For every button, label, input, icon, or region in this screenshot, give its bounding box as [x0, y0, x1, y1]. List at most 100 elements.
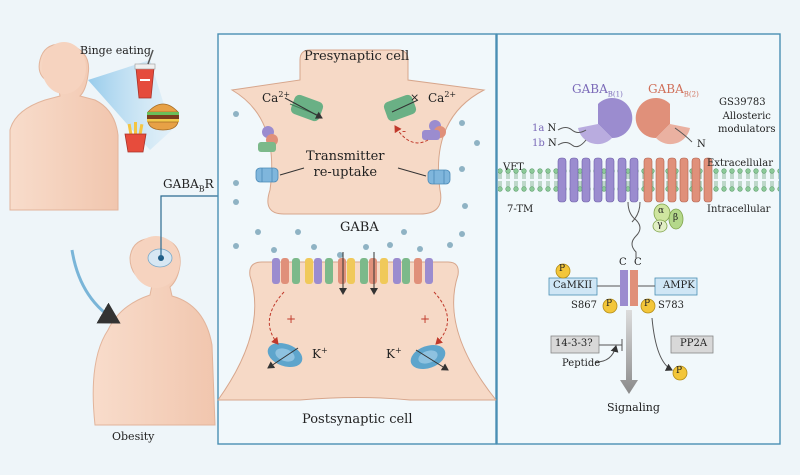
- k-base: K: [312, 347, 321, 361]
- gs39783-label: GS39783: [719, 97, 766, 108]
- reuptake-line1: Transmitter: [306, 149, 385, 164]
- signaling-label: Signaling: [607, 401, 660, 414]
- ca-blocked-mark: ×: [410, 91, 420, 104]
- isoform-1a-label: 1a N: [532, 123, 556, 134]
- isoform-1b-label: 1b N: [532, 138, 557, 149]
- gaba-b2-vft: [635, 98, 690, 145]
- phospho-label-s867: P: [606, 299, 613, 309]
- gaba-b2-c-tail: [630, 270, 638, 306]
- ca-label-left: Ca2+: [262, 90, 290, 105]
- binge-eating-figure: [9, 42, 119, 211]
- french-fries-icon: [124, 122, 147, 153]
- gaba-b2-base: GABA: [648, 82, 684, 96]
- extracellular-label: Extracellular: [707, 158, 773, 169]
- phospho-p-s783: [640, 298, 656, 314]
- cell-membrane: [498, 168, 779, 192]
- activation-arrow-left: [268, 291, 285, 345]
- soda-cup-icon: [134, 49, 156, 99]
- isoform-1b-tail: [557, 139, 587, 148]
- gaba-b1-label: GABAB(1): [572, 82, 623, 98]
- reuptake-line-left: [279, 167, 305, 176]
- binge-eating-label: Binge eating: [80, 44, 151, 57]
- inhibition-feedback-arrow: [394, 125, 429, 144]
- ca-base: Ca: [428, 91, 445, 105]
- inhibition-minus: -: [402, 124, 407, 138]
- ca-sup: 2+: [444, 90, 457, 99]
- intracellular-label: Intracellular: [707, 204, 771, 215]
- reuptake-line2: re-uptake: [313, 165, 378, 180]
- s783-label: S783: [658, 300, 684, 311]
- ca-base: Ca: [262, 91, 279, 105]
- gaba-b2-7tm: [643, 157, 713, 203]
- n-terminus-b2: N: [697, 139, 706, 150]
- c-terminus-b2: C: [634, 257, 642, 268]
- ca-label-right: Ca2+: [428, 90, 456, 105]
- pp2a-box: [670, 335, 714, 354]
- allosteric-line2: modulators: [718, 124, 776, 135]
- beta-label: β: [673, 213, 679, 223]
- camkii-label: CaMKII: [553, 280, 593, 291]
- k-label-right: K+: [386, 346, 402, 361]
- allosteric-label: Allosteric modulators: [718, 110, 775, 136]
- peptide-arrow: [595, 345, 619, 363]
- n-terminus-1a: N: [547, 123, 557, 134]
- k-efflux-arrow-right: [415, 349, 449, 371]
- pp2a-dephosphorylation-arrow: [651, 317, 673, 371]
- c-terminus-b1: C: [619, 257, 627, 268]
- reuptake-label: Transmitter re-uptake: [306, 149, 385, 181]
- gaba-label: GABA: [340, 220, 379, 235]
- gaba-b1-7tm: [557, 157, 639, 203]
- n-terminus-1b: N: [547, 138, 557, 149]
- protein-1433-label: 14-3-3?: [555, 338, 593, 349]
- peptide-label: Peptide: [562, 358, 601, 369]
- postsynaptic-title: Postsynaptic cell: [302, 412, 413, 427]
- k-sup: +: [394, 346, 402, 355]
- gababr-suffix: R: [204, 177, 214, 191]
- signaling-arrow: [620, 310, 638, 394]
- presynaptic-title: Presynaptic cell: [304, 49, 410, 64]
- ca-sup: 2+: [278, 90, 291, 99]
- iso-1b: 1b: [532, 138, 545, 149]
- reuptake-transporter-right: [427, 169, 451, 185]
- activation-plus-left: +: [286, 312, 297, 326]
- receptor-panel: [496, 33, 781, 445]
- phospho-label-released: P: [676, 366, 683, 376]
- phospho-label-s783: P: [644, 299, 651, 309]
- k-base: K: [386, 347, 395, 361]
- pp2a-label: PP2A: [680, 338, 708, 349]
- gaba-b2-sub: B(2): [683, 90, 699, 99]
- gababr-sub: B: [198, 184, 205, 194]
- phospho-p-released: [672, 365, 688, 381]
- gaba-b1-base: GABA: [572, 82, 608, 96]
- s867-label: S867: [571, 300, 597, 311]
- gababr-callout-line: [160, 195, 218, 258]
- isoform-1a-tail: [557, 127, 587, 133]
- burger-icon: [147, 103, 179, 131]
- k-sup: +: [320, 346, 328, 355]
- phospho-p-s867: [602, 298, 618, 314]
- coiled-coil: [627, 201, 641, 258]
- gababr-label: GABABR: [163, 177, 214, 193]
- progression-arrow: [70, 249, 121, 324]
- gaba-b2-n-tail: [674, 127, 693, 143]
- ca-influx-arrow: [284, 97, 323, 119]
- presynaptic-gababr-left: [258, 126, 278, 152]
- obesity-figure: [92, 236, 216, 426]
- phospho-label-camkii: P: [559, 264, 566, 274]
- phospho-p-camkii: [555, 263, 571, 279]
- g-protein: [652, 203, 684, 233]
- activation-plus-right: +: [420, 312, 431, 326]
- gaba-b2-label: GABAB(2): [648, 82, 699, 98]
- alpha-label: α: [658, 206, 665, 216]
- gababr-prefix: GABA: [163, 177, 199, 191]
- tm7-label: 7-TM: [507, 204, 534, 215]
- ampk-label: AMPK: [663, 280, 695, 291]
- gamma-label: γ: [657, 220, 663, 230]
- k-efflux-arrow-left: [267, 347, 299, 369]
- obesity-label: Obesity: [112, 430, 155, 443]
- k-label-left: K+: [312, 346, 328, 361]
- inhibition-1433: [599, 339, 623, 351]
- gaba-b1-vft: [578, 98, 633, 145]
